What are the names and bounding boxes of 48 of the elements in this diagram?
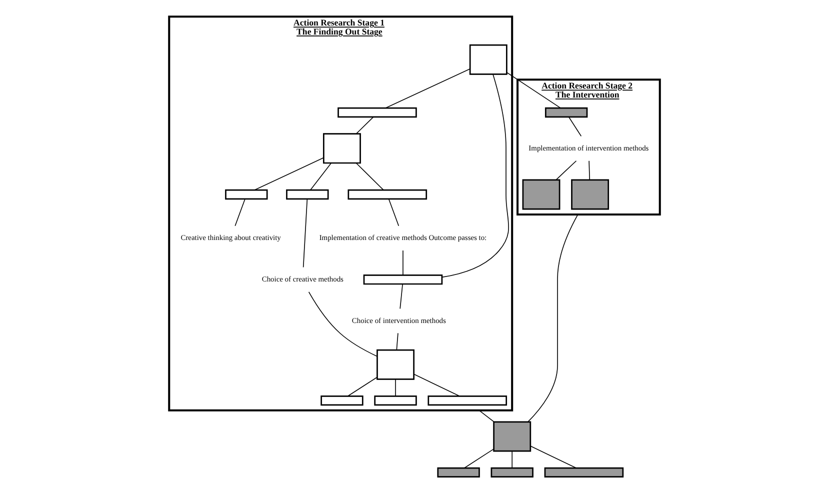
node-box [492,421,531,452]
node-bar [374,396,416,406]
connector [302,198,308,268]
node-box [468,44,507,75]
connector [310,162,332,190]
connector [568,116,582,137]
connector [355,116,374,134]
node-bar [362,274,442,285]
node-box [522,179,560,210]
connector [254,157,324,190]
node-box [570,179,609,210]
connector [396,332,398,350]
node-bar [286,189,328,200]
connector [530,446,576,468]
connector [355,162,384,190]
node-bar [436,467,480,478]
connector [506,72,561,108]
connector [441,74,509,278]
connector [347,376,377,396]
connector [384,68,470,108]
node-text: Implementation of creative methods Outcome passes to: [318,233,486,242]
node-text: Choice of creative methods [261,274,343,284]
node-bar [337,107,416,118]
node-bar [544,107,588,118]
connector [308,292,378,357]
node-text: Creative thinking about creativity [180,233,280,242]
node-bar [320,396,363,406]
connector [402,250,403,276]
connector [555,160,576,180]
node-bar [347,189,427,200]
node-bar [490,467,533,478]
connector [527,214,578,422]
node-text: Implementation of intervention methods [528,143,648,152]
node-box [322,133,360,164]
connector [412,374,460,397]
node-text: Choice of intervention methods [351,316,446,325]
node-box [376,349,414,380]
connector [511,450,512,468]
connector [388,198,399,226]
connector [399,284,402,310]
connector [478,410,494,422]
node-bar [427,396,507,406]
connector [394,378,396,396]
connector [588,160,590,180]
connector [464,448,494,468]
node-bar [224,189,268,200]
connector [234,198,245,226]
node-bar [544,467,624,478]
